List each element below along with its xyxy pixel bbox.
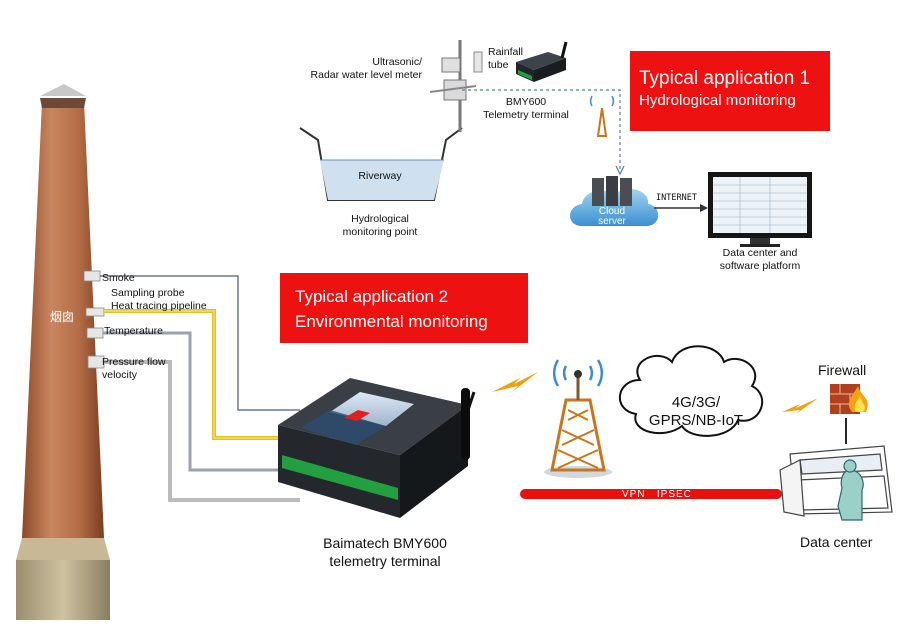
network-label: 4G/3G/ GPRS/NB-IoT [648, 394, 744, 429]
pressure-label: Pressure flow velocity [102, 356, 166, 381]
vpn-bar [520, 489, 782, 499]
pipelines [100, 275, 300, 502]
riverway-channel [299, 127, 463, 201]
device-keypad [300, 410, 386, 445]
data-center-desk [779, 445, 893, 521]
signal-bolts [492, 372, 818, 414]
bmy600-small-label: BMY600 Telemetry terminal [483, 96, 569, 121]
data-center-label: Data center [800, 534, 873, 550]
smoke-label: Smoke [102, 272, 135, 284]
internet-link [654, 204, 708, 212]
app2-subtitle: Environmental monitoring [295, 312, 488, 331]
chimney-cap [40, 84, 86, 96]
rainfall-label: Rainfall tube [488, 46, 524, 71]
chimney-label: 烟囱 [50, 310, 75, 324]
vpn-label: VPN IPSEC [622, 489, 692, 500]
monitoring-point-label: Hydrological monitoring point [342, 213, 418, 238]
smoke-line [100, 275, 300, 411]
app1-title: Typical application 1 [639, 68, 811, 89]
riverway-label: Riverway [358, 170, 402, 182]
data-center-platform-label: Data center and software platform [719, 247, 801, 272]
device-antenna [461, 388, 470, 460]
bmy600-small [516, 41, 568, 82]
app2-title: Typical application 2 [295, 287, 449, 306]
app1-box: Typical application 1 Hydrological monit… [630, 51, 830, 131]
water-level-meter-label: Ultrasonic/ Radar water level meter [310, 56, 422, 81]
app2-box: Typical application 2 Environmental moni… [280, 273, 528, 343]
internet-label: INTERNET [656, 193, 697, 203]
dashed-link [462, 89, 621, 172]
water-level-meter [429, 40, 483, 132]
cell-tower [544, 359, 612, 478]
app1-subtitle: Hydrological monitoring [639, 92, 796, 109]
chimney-base [16, 560, 110, 620]
cloud-server-label: Cloud server [598, 206, 626, 227]
chimney [16, 84, 110, 620]
bmy600-device [278, 378, 476, 518]
firewall-icon [830, 384, 868, 444]
device-screen [330, 392, 414, 426]
small-tower [589, 95, 615, 137]
device-label: Baimatech BMY600 telemetry terminal [323, 535, 447, 569]
pressure-line [104, 360, 300, 502]
temperature-line [103, 331, 292, 472]
temperature-label: Temperature [104, 325, 163, 337]
firewall-label: Firewall [818, 362, 867, 378]
monitor [708, 172, 812, 247]
sampling-label: Sampling probe Heat tracing pipeline [111, 287, 207, 312]
chimney-sensors [83, 270, 105, 369]
device-terminals [282, 455, 398, 500]
network-cloud [618, 345, 764, 437]
cloud-server [570, 176, 659, 226]
